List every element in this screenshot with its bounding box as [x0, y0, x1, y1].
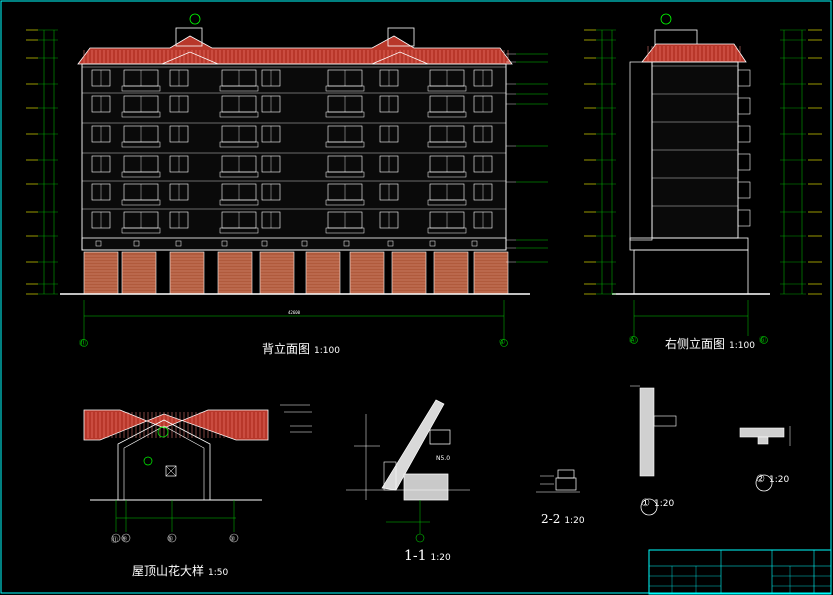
rear-wall: [81, 63, 507, 251]
axis-label-rear-right: ①: [499, 338, 506, 346]
svg-text:N5.0: N5.0: [436, 455, 450, 462]
rear-elevation: 42600: [26, 13, 548, 347]
stair-tower-right: [387, 27, 415, 47]
axis-label-side-left: Ⓐ: [629, 336, 636, 344]
detail-1: [630, 385, 677, 516]
title-block: [648, 549, 832, 595]
gable-detail: [83, 404, 312, 543]
detail-2: [739, 426, 791, 492]
stair-tower-left: [175, 27, 203, 47]
gable-axis-4: ③: [229, 535, 236, 543]
right-elevation: [584, 13, 822, 344]
axis-label-side-right: Ⓖ: [759, 336, 766, 344]
gable-axis-1: ⑪: [111, 536, 118, 544]
gable-axis-3: ⑤: [167, 535, 174, 543]
svg-text:42600: 42600: [288, 310, 301, 315]
section-2-2: [536, 469, 580, 493]
rear-roof: [77, 35, 513, 65]
axis-label-rear-left: ⑪: [79, 339, 86, 347]
section-1-1: N5.0: [346, 399, 470, 543]
gable-axis-2: ⑨: [121, 535, 128, 543]
